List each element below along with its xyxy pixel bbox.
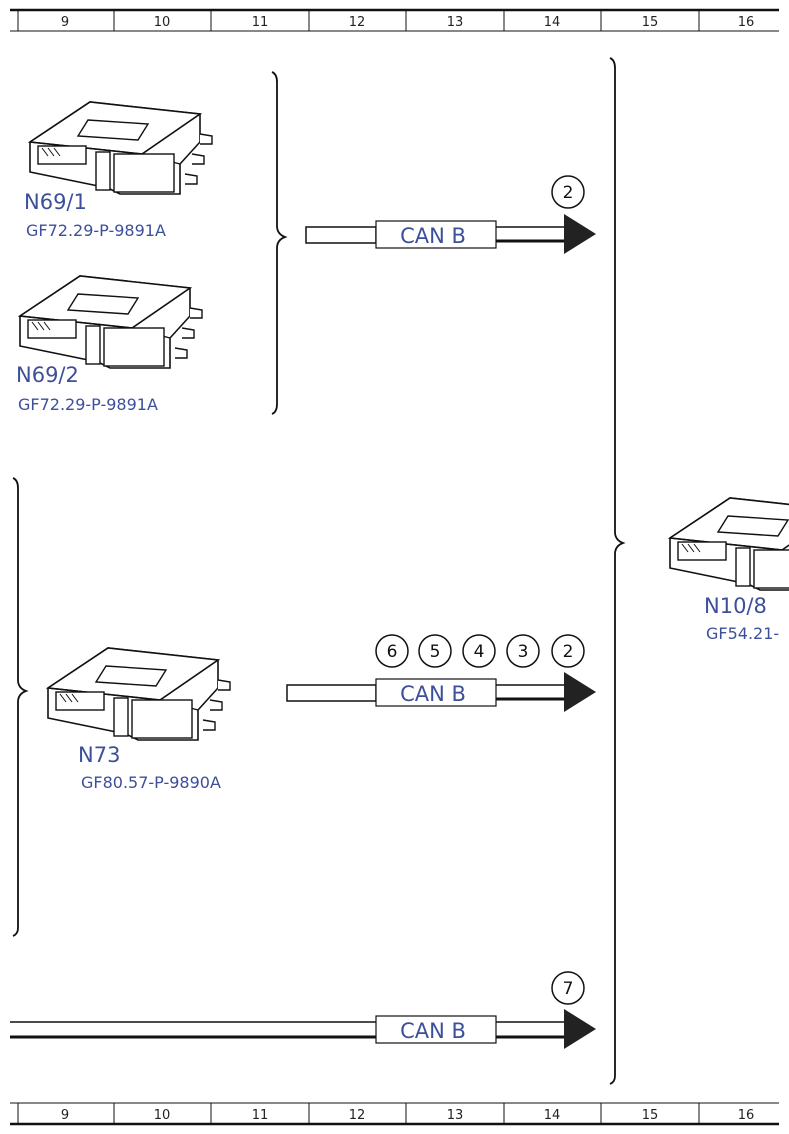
- module-reference: GF72.29-P-9891A: [18, 395, 158, 414]
- control-unit-icon: [47, 647, 231, 741]
- can-bus-connection-1: CAN B 2: [305, 175, 596, 254]
- connector-circle: [551, 175, 585, 209]
- grid-col-label: 10: [154, 1108, 171, 1123]
- grid-col-label: 13: [447, 15, 464, 30]
- brace-n69: [271, 71, 288, 415]
- arrow-head-icon: [564, 214, 596, 254]
- grid-col-label: 12: [349, 15, 366, 30]
- grid-col-label: 12: [349, 1108, 366, 1123]
- connector-circle: [506, 634, 540, 668]
- arrow-head-icon: [564, 1009, 596, 1049]
- connector-circle: [418, 634, 452, 668]
- module-code: N69/2: [16, 363, 79, 387]
- module-code: N69/1: [24, 190, 87, 214]
- connector-number: 3: [518, 642, 529, 662]
- connector-circle: [551, 634, 585, 668]
- connector-circle: [375, 634, 409, 668]
- grid-col-label: 10: [154, 15, 171, 30]
- connector-number: 7: [563, 979, 574, 999]
- grid-col-label: 16: [738, 1108, 755, 1123]
- control-unit-icon: [19, 275, 203, 369]
- grid-col-label: 16: [738, 15, 755, 30]
- connector-circle: [551, 971, 585, 1005]
- grid-col-label: 11: [252, 1108, 269, 1123]
- grid-col-label: 15: [642, 1108, 659, 1123]
- bus-label: CAN B: [400, 682, 466, 706]
- can-bus-connection-3: CAN B 7: [10, 971, 596, 1049]
- module-code: N73: [78, 743, 120, 767]
- top-grid-strip: 9 10 11 12 13 14 15 16: [10, 8, 779, 32]
- grid-col-label: 9: [61, 1108, 69, 1123]
- grid-col-label: 15: [642, 15, 659, 30]
- module-n73: N73 GF80.57-P-9890A: [47, 647, 231, 792]
- module-n69-2: N69/2 GF72.29-P-9891A: [16, 275, 203, 414]
- grid-col-label: 11: [252, 15, 269, 30]
- brace-n10-8: [609, 57, 626, 1085]
- connector-circle: [462, 634, 496, 668]
- module-reference: GF72.29-P-9891A: [26, 221, 166, 240]
- bus-label: CAN B: [400, 224, 466, 248]
- bottom-grid-strip: 9 10 11 12 13 14 15 16: [10, 1102, 779, 1126]
- module-reference: GF80.57-P-9890A: [81, 773, 221, 792]
- control-unit-icon: [669, 497, 789, 591]
- connector-number: 5: [430, 642, 441, 662]
- connector-number: 6: [387, 642, 398, 662]
- arrow-head-icon: [564, 672, 596, 712]
- grid-col-label: 9: [61, 15, 69, 30]
- can-bus-connection-2: CAN B 6 5 4 3 2: [286, 634, 596, 712]
- grid-col-label: 14: [544, 15, 561, 30]
- module-n10-8: N10/8 GF54.21-: [669, 497, 789, 643]
- grid-col-label: 13: [447, 1108, 464, 1123]
- connector-number: 4: [474, 642, 485, 662]
- brace-n73: [12, 477, 29, 937]
- connector-number: 2: [563, 183, 574, 203]
- module-code: N10/8: [704, 594, 767, 618]
- grid-col-label: 14: [544, 1108, 561, 1123]
- control-unit-icon: [29, 101, 213, 195]
- module-reference: GF54.21-: [706, 624, 779, 643]
- connector-number: 2: [563, 642, 574, 662]
- bus-label: CAN B: [400, 1019, 466, 1043]
- module-n69-1: N69/1 GF72.29-P-9891A: [24, 101, 213, 240]
